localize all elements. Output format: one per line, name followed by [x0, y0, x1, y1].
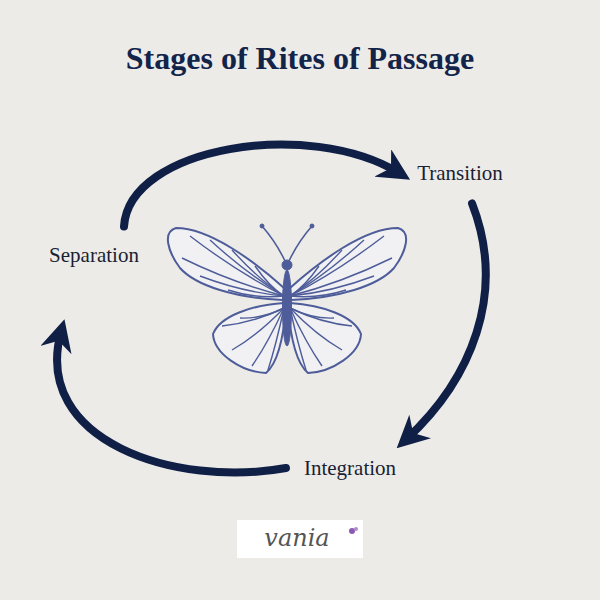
- stage-label: Integration: [298, 452, 402, 485]
- cycle-arrow: [57, 332, 286, 473]
- butterfly-body: [260, 224, 314, 346]
- logo-badge: vania: [237, 520, 363, 558]
- stage-label: Separation: [43, 239, 145, 272]
- stage-name: Separation: [49, 243, 139, 268]
- diagram-title: Stages of Rites of Passage: [0, 40, 600, 77]
- butterfly-wing: [168, 228, 286, 373]
- stage-name: Transition: [417, 161, 503, 186]
- logo-text: vania: [237, 520, 357, 558]
- stage-label: Transition: [411, 157, 509, 190]
- cycle-arrow: [406, 204, 486, 440]
- stage-name: Integration: [304, 456, 396, 481]
- cycle-arrow: [124, 145, 399, 227]
